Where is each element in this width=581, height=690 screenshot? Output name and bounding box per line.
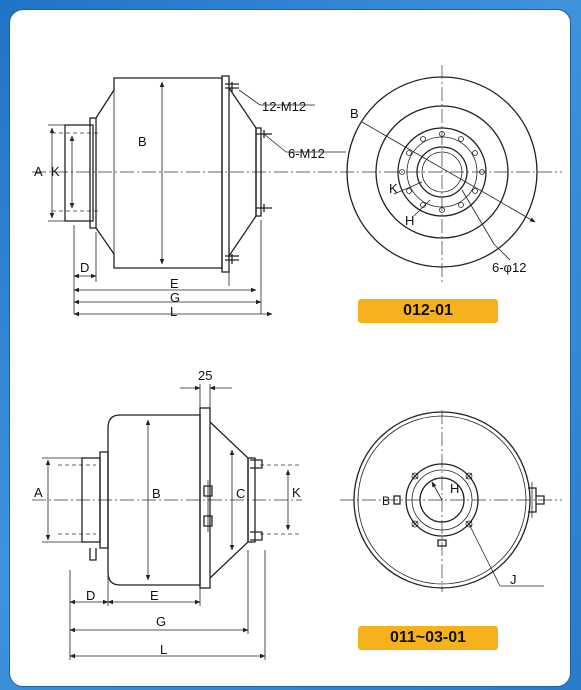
top-dim-e-label: E <box>170 276 179 291</box>
bottom-side-view: B A C K 25 D E G L <box>32 368 302 660</box>
model-badge-012-01: 012-01 <box>358 299 498 323</box>
bottom-end-view: H B J <box>340 410 562 592</box>
top-end-view: B K H 6-φ12 <box>340 65 562 282</box>
top-dim-k-label: K <box>51 164 60 179</box>
callout-6-phi12: 6-φ12 <box>492 260 526 275</box>
callout-6-m12: 6-M12 <box>288 146 325 161</box>
top-dim-g-label: G <box>170 290 180 305</box>
bottom-dim-e-label: E <box>150 588 159 603</box>
end-top-dim-h-label: H <box>405 213 414 228</box>
end-bottom-dim-b-label: B <box>382 494 390 508</box>
top-dim-l-label: L <box>170 304 177 319</box>
top-side-view: B A K 12-M12 6-M12 D E G L <box>32 75 346 319</box>
callout-j: J <box>510 572 517 587</box>
end-top-dim-b-label: B <box>350 106 359 121</box>
bottom-dim-l-label: L <box>160 642 167 657</box>
end-top-dim-k-label: K <box>389 181 398 196</box>
bottom-dim-d-label: D <box>86 588 95 603</box>
top-dim-d-label: D <box>80 260 89 275</box>
end-bottom-dim-h-label: H <box>450 481 459 496</box>
bottom-dim-b-label: B <box>152 486 161 501</box>
callout-12-m12: 12-M12 <box>262 99 306 114</box>
bottom-dim-25-label: 25 <box>198 368 212 383</box>
top-dim-b-label: B <box>138 134 147 149</box>
top-dim-a-label: A <box>34 164 43 179</box>
bottom-dim-c-label: C <box>236 486 245 501</box>
bottom-dim-a-label: A <box>34 485 43 500</box>
model-badge-011-03-01: 011~03-01 <box>358 626 498 650</box>
technical-drawing: B A K 12-M12 6-M12 D E G L <box>32 65 562 660</box>
bottom-dim-g-label: G <box>156 614 166 629</box>
drawing-panel: B A K 12-M12 6-M12 D E G L <box>9 9 571 687</box>
bottom-dim-k-label: K <box>292 485 301 500</box>
